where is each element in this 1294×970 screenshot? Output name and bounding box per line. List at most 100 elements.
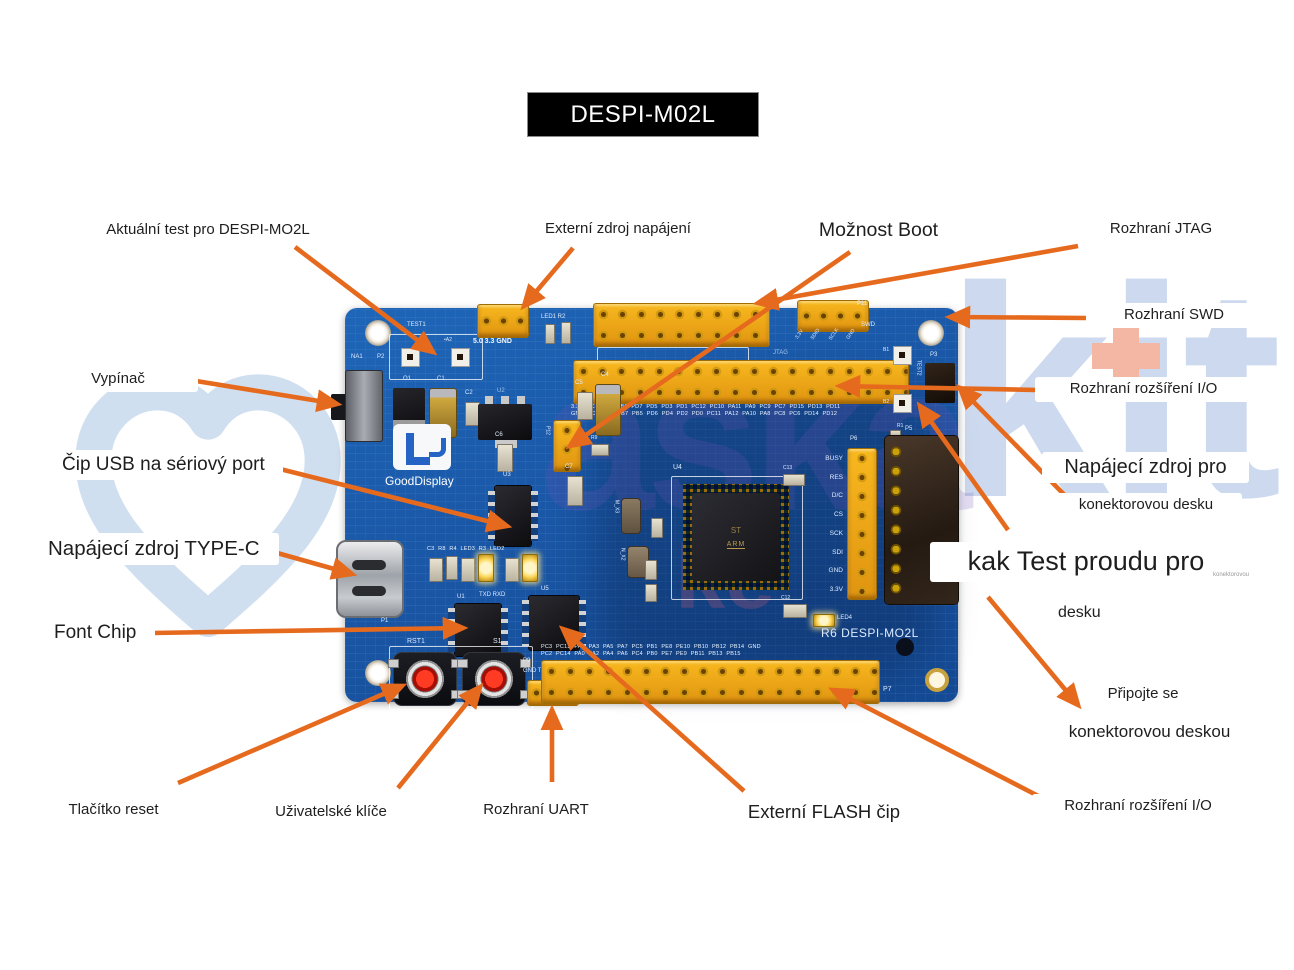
usb-serial-chip-u3 xyxy=(488,486,538,546)
silk-c13: C13 xyxy=(783,465,793,471)
dev-board: aska ke NA1 P2 TEST1 •A2 5.0 3.3 GND LED… xyxy=(331,300,972,710)
silk-p1: P1 xyxy=(381,618,389,624)
silk-txd-rxd: TXD RXD xyxy=(479,592,506,598)
mount-hole xyxy=(365,660,391,686)
passive xyxy=(645,584,657,602)
arrow-io-bottom xyxy=(828,687,1048,803)
u2-leg xyxy=(501,396,509,406)
st-logo: ST xyxy=(730,525,742,535)
typec-slot xyxy=(352,586,386,596)
silk-a2: •A2 xyxy=(444,337,452,343)
silk-jtag: JTAG xyxy=(773,350,788,356)
silk-p5: P5 xyxy=(905,426,913,432)
silk-c4: C4 xyxy=(601,372,609,378)
label-moznost-boot: Možnost Boot xyxy=(800,215,957,246)
user-button xyxy=(457,652,531,706)
silk-p9: P9 xyxy=(523,658,531,664)
silk-led4: LED4 xyxy=(837,615,853,621)
r4 xyxy=(461,558,475,582)
p8-header xyxy=(573,360,909,404)
mount-hole-gold xyxy=(925,668,949,692)
label-rozhrani-jtag: Rozhraní JTAG xyxy=(1080,217,1242,242)
silk-s1: S1 xyxy=(493,638,502,645)
power-header xyxy=(477,304,529,338)
silk-u1: U1 xyxy=(457,594,465,600)
passive xyxy=(651,518,663,538)
label-pripojte-2: konektorovou deskou xyxy=(1046,718,1253,746)
silk-r9: R9 xyxy=(591,435,598,441)
fiducial-dot xyxy=(896,638,914,656)
silk-c7: C7 xyxy=(565,464,573,470)
label-kak-test-2: desku xyxy=(1052,600,1144,626)
silk-c6: C6 xyxy=(495,432,503,438)
label-pripojte-1: Připojte se xyxy=(1082,682,1204,707)
r9 xyxy=(591,444,609,456)
silk-mx3: M_X3 xyxy=(613,500,620,514)
mcu-outline xyxy=(671,476,803,600)
p7-pin-labels-bottom: PC2 PC14 PA0 PA2 PA4 PA6 PC4 PB0 PE7 PE9… xyxy=(541,651,741,657)
logo-mark-icon xyxy=(429,438,446,457)
label-rozhrani-io-right: Rozhraní rozšíření I/O xyxy=(1035,377,1252,402)
mount-hole xyxy=(365,320,391,346)
cap-c13 xyxy=(783,474,805,486)
page-title: DESPI-M02L xyxy=(527,92,759,137)
passive xyxy=(645,560,657,580)
p8-pin-labels-bottom: GND PC1 PB9 PB7 PB5 PD6 PD4 PD2 PD0 PC11… xyxy=(571,411,838,417)
arrow-externi-zdroj xyxy=(520,246,575,311)
gooddisplay-logo xyxy=(393,424,451,470)
label-vypinac: Vypínač xyxy=(38,367,198,392)
silk-rst1: RST1 xyxy=(407,638,425,645)
p5-rivets xyxy=(888,442,904,598)
label-rozhrani-swd: Rozhraní SWD xyxy=(1098,303,1250,328)
label-cip-usb: Čip USB na sériový port xyxy=(56,450,283,480)
logo-mark-icon xyxy=(406,433,430,465)
label-napajeci-pro-2: konektorovou desku xyxy=(1050,493,1242,518)
test-pad-b2 xyxy=(893,394,912,413)
cap-c3 xyxy=(429,558,443,582)
mcu-chip-u4: ST ARM xyxy=(683,484,789,590)
label-rozhrani-io-bottom: Rozhraní rozšíření I/O xyxy=(1032,794,1244,819)
mcu-die: ST ARM xyxy=(692,493,780,581)
silk-c12: C12 xyxy=(781,595,791,601)
p6-pin-labels: BUSY RES D/C CS SCK SDI GND 3.3V xyxy=(825,455,843,593)
test-pad-a1 xyxy=(401,348,420,367)
silk-u4: U4 xyxy=(673,464,682,471)
p7-pin-labels-top: PC3 PC13 PA1 PA3 PA5 PA7 PC5 PB1 PE8 PE1… xyxy=(541,644,761,650)
silk-power-pins: 5.0 3.3 GND xyxy=(473,338,512,345)
cap-c5 xyxy=(577,392,593,420)
p8-pin-labels-top: 3.3V PC0 PB8 PB6 PD7 PD5 PD3 PD1 PC12 PC… xyxy=(571,404,841,410)
silk-p12: P12 xyxy=(544,426,551,435)
regulator-u2 xyxy=(478,404,532,440)
label-typec: Napájecí zdroj TYPE-C xyxy=(42,533,279,565)
watermark-plus-icon xyxy=(1092,343,1160,369)
swd-pin-labels: 3.3V SDIO SCLK GND xyxy=(794,327,857,342)
silk-u5: U5 xyxy=(541,586,549,592)
label-napajeci-pro-1: Napájecí zdroj pro xyxy=(1042,452,1249,483)
silk-swd: SWD xyxy=(861,322,875,328)
silk-test2: TEST2 xyxy=(915,360,922,376)
silk-test1: TEST1 xyxy=(407,322,426,328)
test-pad-b1 xyxy=(893,346,912,365)
led2 xyxy=(522,554,538,582)
typec-slot xyxy=(352,560,386,570)
u2-leg xyxy=(517,396,525,406)
silk-c5: C5 xyxy=(575,380,583,386)
silk-o1: O1 xyxy=(403,376,412,382)
p3-component xyxy=(925,363,955,403)
silk-b1: B1 xyxy=(883,347,890,353)
led-row-labels: C3 R8 R4 LED3 R3 LED2 xyxy=(427,546,505,552)
label-aktualni-test: Aktuální test pro DESPI-MO2L xyxy=(52,218,364,243)
led1 xyxy=(545,324,555,344)
arm-logo: ARM xyxy=(726,540,746,549)
label-rozhrani-uart: Rozhraní UART xyxy=(465,798,607,823)
silk-p7: P7 xyxy=(883,686,892,693)
crystal-1 xyxy=(621,498,641,534)
cap-c4 xyxy=(595,384,621,436)
label-externi-zdroj: Externí zdroj napájení xyxy=(522,217,714,242)
label-externi-flash: Externí FLASH čip xyxy=(728,797,920,827)
p6-header xyxy=(847,448,877,600)
silk-led1r2: LED1 R2 xyxy=(541,314,566,320)
r8 xyxy=(446,556,458,580)
r3 xyxy=(505,558,519,582)
